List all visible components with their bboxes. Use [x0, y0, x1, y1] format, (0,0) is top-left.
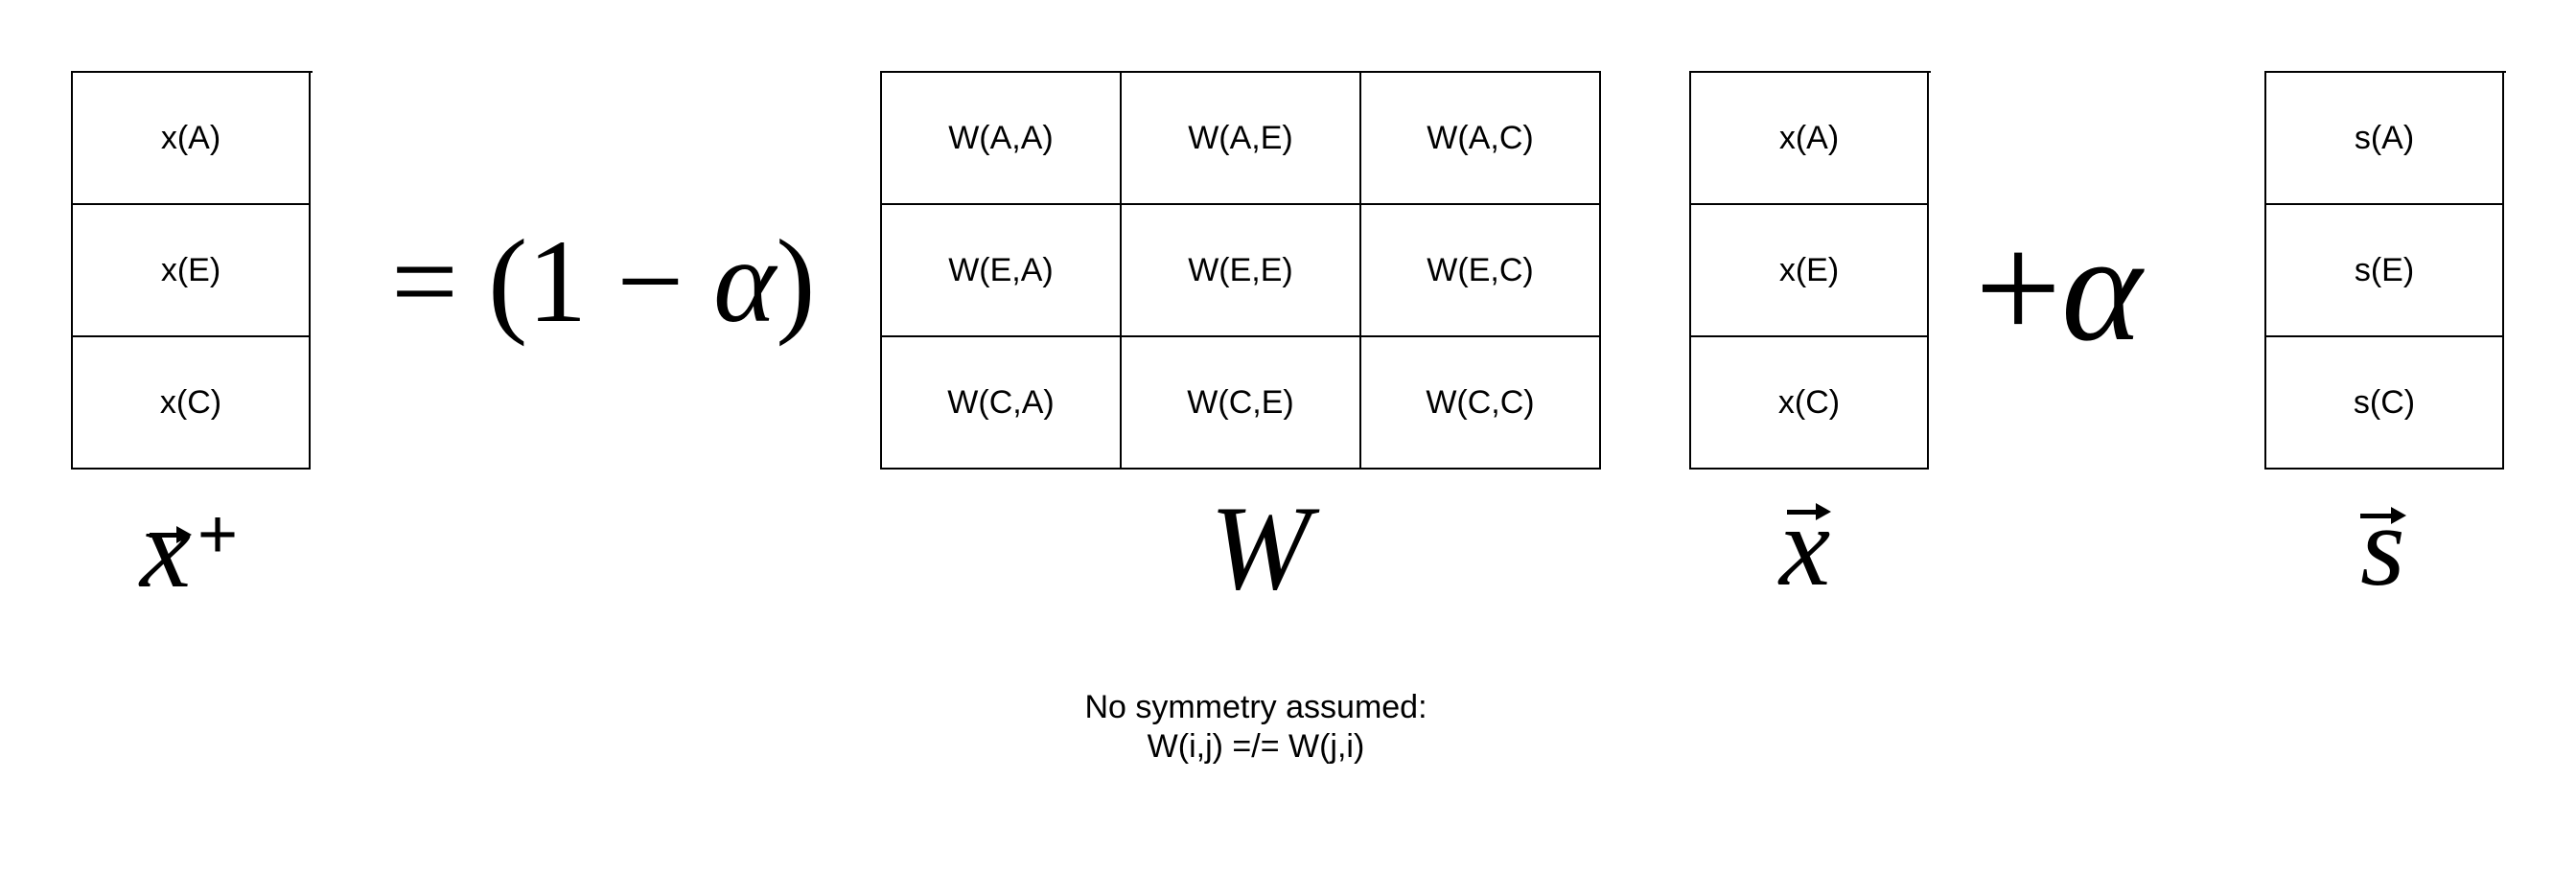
x-vector: x(A) x(E) x(C) — [1689, 71, 1931, 470]
matrix-cell: W(E,E) — [1122, 205, 1361, 337]
one-minus-alpha-coefficient: = (1 − α) — [391, 222, 816, 341]
coefficient-open: (1 − — [487, 216, 714, 347]
s-cell-a: s(A) — [2266, 73, 2504, 205]
matrix-cell: W(C,C) — [1361, 337, 1601, 470]
matrix-cell: W(A,A) — [882, 73, 1122, 205]
w-matrix: W(A,A) W(A,E) W(A,C) W(E,A) W(E,E) W(E,C… — [880, 71, 1601, 470]
x-plus-superscript: + — [197, 496, 239, 573]
vector-arrow-icon — [150, 526, 192, 543]
matrix-cell: W(E,A) — [882, 205, 1122, 337]
matrix-cell: W(C,A) — [882, 337, 1122, 470]
w-matrix-label: W — [1210, 482, 1311, 615]
x-plus-cell-e: x(E) — [73, 205, 311, 337]
symmetry-note-line2: W(i,j) =/= W(j,i) — [1147, 728, 1365, 765]
x-cell-e: x(E) — [1691, 205, 1929, 337]
s-vector: s(A) s(E) s(C) — [2264, 71, 2506, 470]
plus-alpha-coefficient: +α — [1975, 211, 2142, 364]
alpha-symbol: α — [2061, 202, 2143, 373]
matrix-cell: W(A,C) — [1361, 73, 1601, 205]
symmetry-note-line1: No symmetry assumed: — [1084, 689, 1427, 725]
equals-sign: = — [391, 216, 458, 347]
matrix-cell: W(E,C) — [1361, 205, 1601, 337]
vector-arrow-icon — [1787, 503, 1831, 520]
matrix-cell: W(C,E) — [1122, 337, 1361, 470]
s-cell-e: s(E) — [2266, 205, 2504, 337]
x-cell-c: x(C) — [1691, 337, 1929, 470]
alpha-symbol: α — [713, 216, 777, 347]
plus-sign: + — [1975, 202, 2062, 373]
matrix-cell: W(A,E) — [1122, 73, 1361, 205]
x-plus-vector: x(A) x(E) x(C) — [71, 71, 313, 470]
s-cell-c: s(C) — [2266, 337, 2504, 470]
symmetry-note: No symmetry assumed: W(i,j) =/= W(j,i) — [997, 688, 1515, 767]
x-plus-label: x — [140, 484, 192, 611]
x-plus-cell-a: x(A) — [73, 73, 311, 205]
x-cell-a: x(A) — [1691, 73, 1929, 205]
coefficient-close: ) — [776, 216, 816, 347]
s-vector-label: s — [2360, 482, 2405, 609]
vector-arrow-icon — [2360, 507, 2406, 524]
x-plus-cell-c: x(C) — [73, 337, 311, 470]
